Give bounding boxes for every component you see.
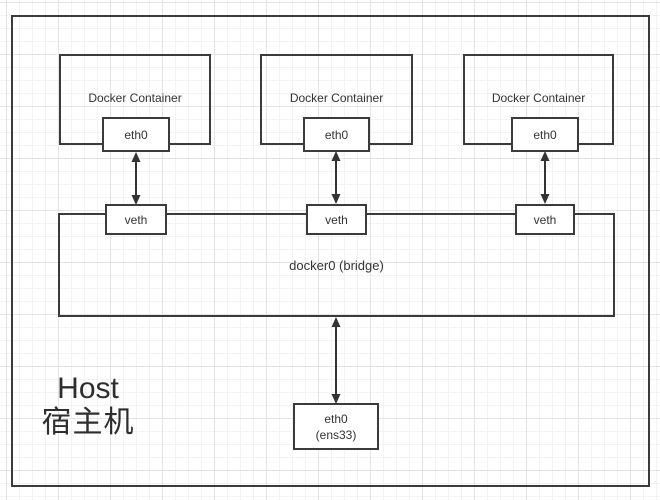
host-eth0-device: (ens33) — [315, 427, 357, 442]
container-eth0-label-3: eth0 — [533, 127, 557, 142]
host-title: Host 宿主机 — [26, 372, 150, 440]
container-eth0-node-1: eth0 — [102, 117, 170, 152]
host-title-en: Host — [57, 372, 119, 405]
docker-container-label-2: Docker Container — [289, 90, 384, 105]
veth-node-3: veth — [515, 204, 575, 235]
veth-node-1: veth — [105, 204, 167, 235]
docker0-bridge-label: docker0 (bridge) — [289, 257, 384, 273]
docker-container-label-3: Docker Container — [491, 90, 586, 105]
veth-label-1: veth — [124, 212, 148, 227]
host-boundary-rect — [11, 15, 650, 487]
host-title-zh: 宿主机 — [41, 406, 135, 439]
host-eth0-name: eth0 — [324, 411, 348, 426]
docker-container-label-1: Docker Container — [88, 90, 182, 105]
container-eth0-label-2: eth0 — [324, 127, 349, 142]
host-eth0-ens33-node: eth0 (ens33) — [293, 403, 379, 450]
container-eth0-node-2: eth0 — [303, 117, 370, 152]
veth-label-2: veth — [325, 212, 348, 227]
veth-label-3: veth — [533, 212, 557, 227]
container-eth0-node-3: eth0 — [511, 117, 579, 152]
container-eth0-label-1: eth0 — [124, 127, 148, 142]
veth-node-2: veth — [306, 204, 367, 235]
